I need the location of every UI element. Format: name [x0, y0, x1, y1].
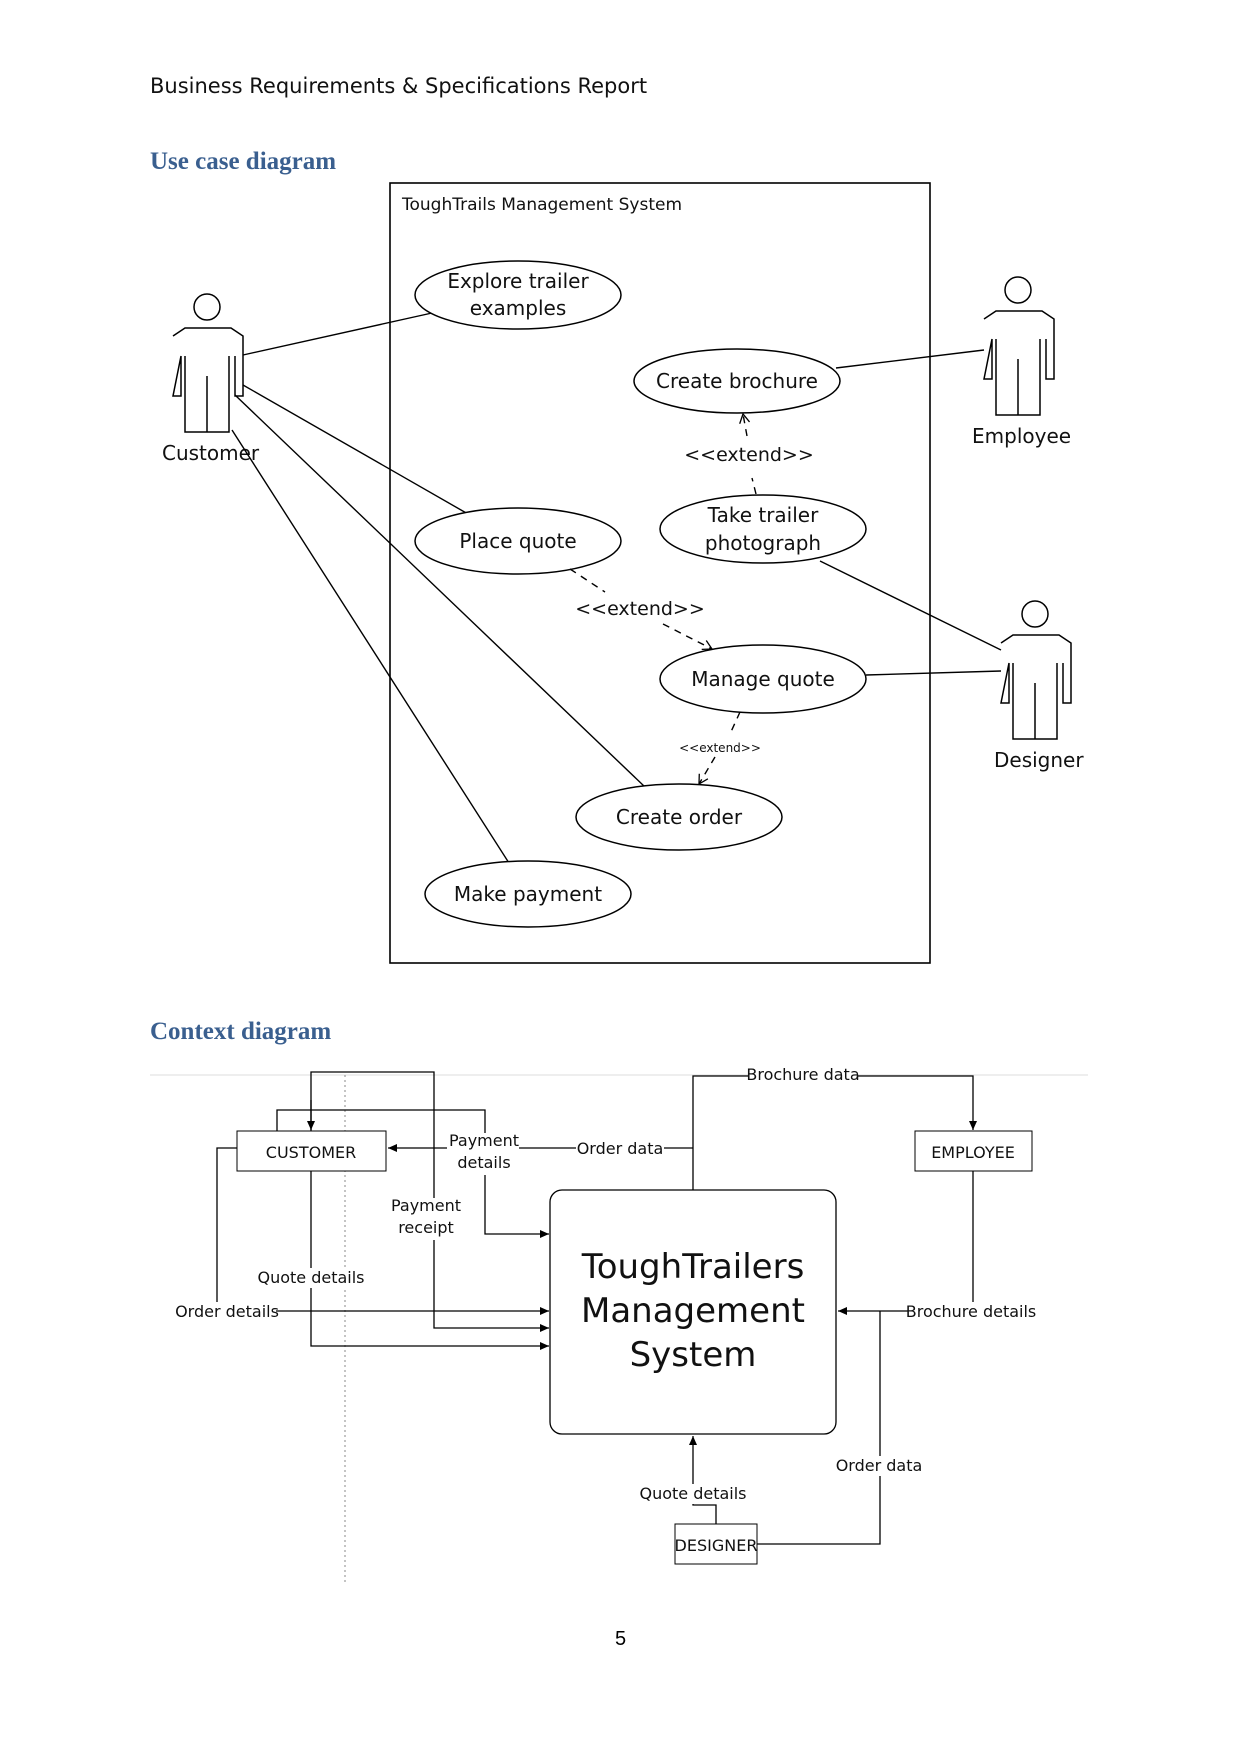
- extend-place-manage-a: [569, 568, 606, 593]
- uc-take-photo-line1: Take trailer: [707, 503, 819, 527]
- flow-top-loop: [310, 1071, 435, 1131]
- use-case-section-title: Use case diagram: [150, 148, 337, 175]
- system-boundary: [389, 182, 931, 964]
- context-section-title: Context diagram: [150, 1018, 332, 1045]
- uc-explore-line2: examples: [470, 296, 567, 320]
- system-process-line1: ToughTrailers: [581, 1247, 805, 1287]
- flow-label-payment-receipt-2: receipt: [398, 1218, 454, 1237]
- flow-label-brochure-details: Brochure details: [906, 1302, 1037, 1321]
- uc-explore-line1: Explore trailer: [447, 269, 589, 293]
- uc-make-payment: [424, 860, 632, 928]
- flow-label-order-details: Order details: [175, 1302, 279, 1321]
- actor-designer-label: Designer: [994, 748, 1084, 772]
- uc-create-order-label: Create order: [616, 805, 743, 829]
- assoc-designer-photo: [819, 560, 1002, 651]
- uc-place-quote-label: Place quote: [459, 529, 576, 553]
- assoc-customer-place-quote: [242, 384, 469, 515]
- extend-quote-label: <<extend>>: [575, 598, 705, 620]
- flow-label-quote-details-bottom: Quote details: [639, 1484, 746, 1503]
- extend-manage-order-b: [698, 756, 716, 786]
- extend-place-manage-b: [662, 623, 714, 651]
- document-header: Business Requirements & Specifications R…: [150, 74, 648, 98]
- flow-payment-receipt: [433, 1130, 549, 1332]
- assoc-designer-manage-quote: [865, 670, 1002, 676]
- system-process-line2: Management: [581, 1291, 805, 1331]
- flow-brochure-details: [838, 1171, 974, 1315]
- system-boundary-label: ToughTrails Management System: [401, 195, 682, 215]
- flow-label-payment-receipt-1: Payment: [391, 1196, 461, 1215]
- uc-take-photo: [659, 494, 867, 564]
- system-process-line3: System: [630, 1335, 757, 1375]
- entity-designer-label: DESIGNER: [675, 1536, 758, 1555]
- uc-create-order: [575, 783, 783, 851]
- context-diagram: ToughTrailers Management System CUSTOMER…: [150, 1064, 1088, 1585]
- extend-photo-brochure-a: [751, 477, 757, 495]
- actor-employee-label: Employee: [972, 424, 1071, 448]
- actor-employee: Employee: [972, 276, 1071, 448]
- flow-label-quote-details-left: Quote details: [257, 1268, 364, 1287]
- extend-brochure-label: <<extend>>: [684, 444, 814, 466]
- uc-manage-quote: [659, 644, 867, 714]
- extend-order-label: <<extend>>: [679, 741, 761, 755]
- use-case-diagram: ToughTrails Management System Customer E…: [162, 182, 1084, 964]
- flow-label-order-data-top: Order data: [577, 1139, 664, 1158]
- flow-customer-top-arrow: [276, 1109, 549, 1238]
- uc-make-payment-label: Make payment: [454, 882, 602, 906]
- uc-create-brochure-label: Create brochure: [656, 369, 818, 393]
- extend-manage-order-a: [729, 711, 741, 735]
- extend-photo-brochure-b: [739, 412, 751, 437]
- uc-explore-trailer: [414, 260, 622, 330]
- uc-take-photo-line2: photograph: [705, 531, 821, 555]
- assoc-employee-brochure: [835, 349, 985, 369]
- flow-label-payment-details-1: Payment: [449, 1131, 519, 1150]
- actor-customer: Customer: [162, 293, 260, 465]
- uc-create-brochure: [633, 348, 841, 414]
- actor-designer: Designer: [994, 600, 1084, 772]
- flow-order-details: [216, 1147, 549, 1315]
- flow-quote-details-bottom: [689, 1436, 717, 1524]
- entity-customer-label: CUSTOMER: [266, 1143, 356, 1162]
- flow-quote-details-left: [310, 1171, 549, 1350]
- uc-place-quote: [414, 507, 622, 575]
- actor-customer-label: Customer: [162, 441, 260, 465]
- entity-customer-box: [236, 1130, 387, 1172]
- uc-manage-quote-label: Manage quote: [691, 667, 835, 691]
- page-number: 5: [614, 1628, 627, 1650]
- entity-designer-box: [674, 1523, 758, 1565]
- flow-label-payment-details-2: details: [457, 1153, 510, 1172]
- flow-label-order-data-bottom: Order data: [836, 1456, 923, 1475]
- entity-employee-label: EMPLOYEE: [931, 1143, 1015, 1162]
- assoc-customer-create-order: [234, 394, 646, 788]
- assoc-customer-explore: [242, 312, 433, 356]
- flow-label-brochure-data: Brochure data: [746, 1065, 859, 1084]
- flow-order-data-bottom: [757, 1311, 881, 1545]
- assoc-customer-make-payment: [231, 429, 510, 864]
